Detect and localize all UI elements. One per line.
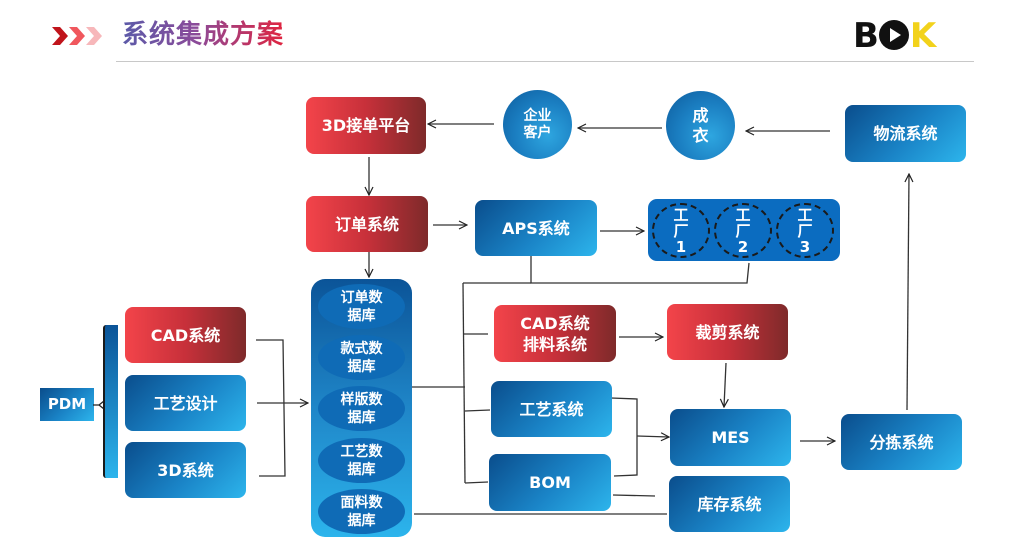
- arrow-sorting-to-logistics: [907, 174, 909, 411]
- db-style: 款式数据库: [318, 335, 405, 380]
- node-process-design: 工艺设计: [125, 375, 246, 431]
- node-cutting-system: 裁剪系统: [667, 304, 788, 360]
- db-pattern: 样版数据库: [318, 386, 405, 431]
- node-3d-order-platform: 3D接单平台: [306, 97, 426, 154]
- node-order-system: 订单系统: [306, 196, 428, 252]
- line-aps-factory-bus: [530, 256, 750, 284]
- db-process: 工艺数据库: [318, 438, 405, 483]
- triple-chevron-icon: [52, 27, 102, 45]
- node-logistics-system: 物流系统: [845, 105, 966, 162]
- pdm-bracket: [103, 325, 118, 478]
- node-enterprise-customer: 企业客户: [503, 90, 572, 159]
- arrow-to-mes: [636, 436, 669, 437]
- node-bom: BOM: [489, 454, 611, 511]
- arrow-cutting-to-mes: [724, 362, 726, 407]
- node-cad-system: CAD系统: [125, 307, 246, 363]
- header-divider: [116, 61, 974, 62]
- node-aps-system: APS系统: [475, 200, 597, 256]
- logo-letter-k: K: [909, 16, 936, 56]
- logo-letter-b: B: [853, 16, 879, 56]
- logo-play-icon: [878, 20, 909, 50]
- node-pdm: PDM: [40, 388, 94, 421]
- node-mes: MES: [670, 409, 791, 466]
- node-3d-system: 3D系统: [125, 442, 246, 498]
- db-order: 订单数据库: [318, 284, 405, 329]
- node-process-system: 工艺系统: [491, 381, 612, 437]
- database-group: 订单数据库 款式数据库 样版数据库 工艺数据库 面料数据库: [311, 279, 412, 537]
- node-inventory-system: 库存系统: [669, 476, 790, 532]
- db-fabric: 面料数据库: [318, 489, 405, 534]
- page-title: 系统集成方案: [122, 14, 284, 51]
- node-cad-marker-system: CAD系统排料系统: [494, 305, 616, 362]
- node-garment: 成衣: [666, 91, 735, 160]
- line-pdm-to-db: [256, 339, 286, 477]
- node-sorting-system: 分拣系统: [841, 414, 962, 470]
- line-bus-vertical: [462, 282, 466, 484]
